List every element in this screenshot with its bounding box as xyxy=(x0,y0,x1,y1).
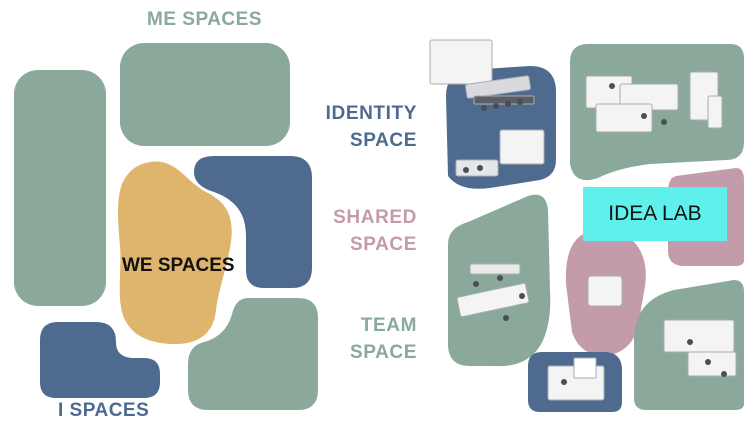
i-space-right-blob xyxy=(194,156,312,288)
chairs xyxy=(463,83,727,385)
i-space-bottom-blob xyxy=(40,322,160,398)
me-space-bottom-blob xyxy=(188,298,318,410)
we-spaces-label: WE SPACES xyxy=(122,255,235,276)
identity-space-line-2: SPACE xyxy=(349,130,417,151)
we-space-blob xyxy=(118,161,232,344)
team-space-label: TEAM SPACE xyxy=(350,312,417,366)
me-spaces-label: ME SPACES xyxy=(147,9,263,30)
me-space-top-blob xyxy=(120,43,290,146)
team-space-line-2: SPACE xyxy=(349,342,417,363)
identity-space-label: IDENTITY SPACE xyxy=(326,100,417,154)
shared-space-line-2: SPACE xyxy=(349,234,417,255)
furniture xyxy=(429,39,737,401)
floor-plan xyxy=(429,39,744,412)
me-space-tall-blob xyxy=(14,70,106,306)
idea-lab-callout: IDEA LAB xyxy=(583,187,727,241)
identity-space-line-1: IDENTITY xyxy=(325,103,417,124)
team-space-line-1: TEAM xyxy=(360,315,417,336)
shared-space-line-1: SHARED xyxy=(333,207,417,228)
i-spaces-label: I SPACES xyxy=(58,400,150,421)
shared-space-label: SHARED SPACE xyxy=(333,204,417,258)
